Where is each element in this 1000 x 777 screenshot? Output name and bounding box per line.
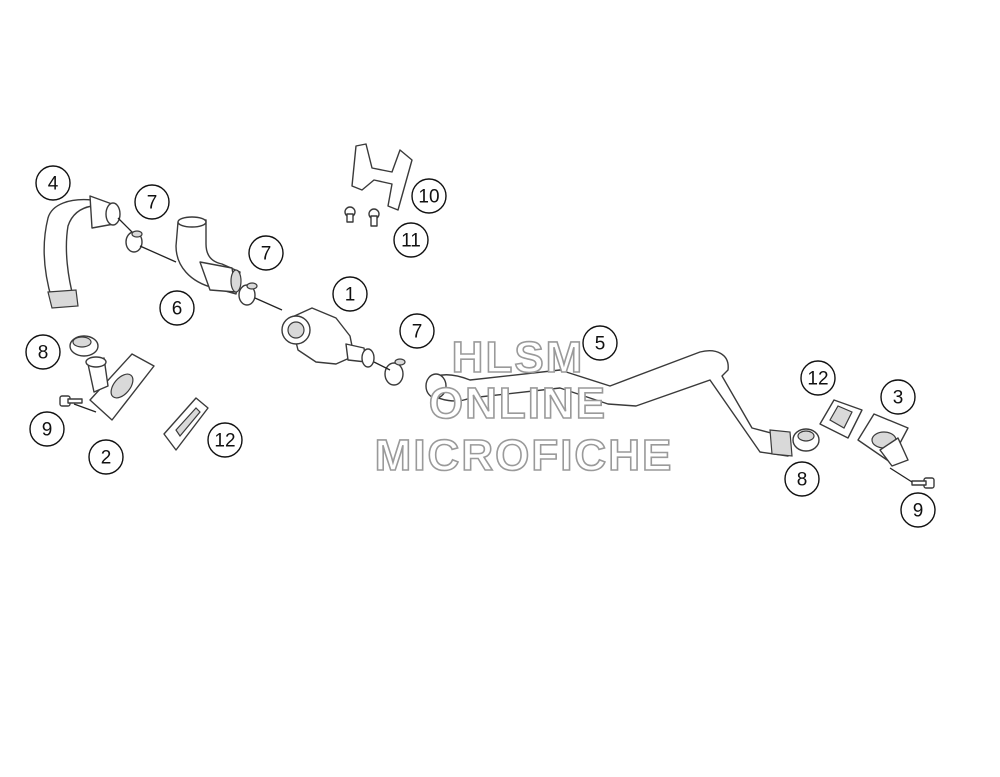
callout-12: 12 [800, 360, 836, 396]
callout-circle [25, 334, 61, 370]
callout-5: 5 [582, 325, 618, 361]
part-4-elbow-hose [43, 195, 133, 309]
part-7-clamp [125, 230, 143, 253]
part-8-ring [792, 428, 820, 452]
callout-circle [29, 411, 65, 447]
callout-7: 7 [399, 313, 435, 349]
callout-circle [800, 360, 836, 396]
callout-circle [393, 222, 429, 258]
callout-7: 7 [248, 235, 284, 271]
callout-circle [207, 422, 243, 458]
part-5-tube [425, 350, 793, 457]
part-6-elbow [139, 216, 283, 311]
callout-number: 7 [261, 244, 272, 265]
part-3-cover [857, 413, 909, 467]
callout-2: 2 [88, 439, 124, 475]
callout-number: 8 [797, 470, 808, 491]
callout-number: 9 [42, 420, 53, 441]
callout-circle [332, 276, 368, 312]
callout-number: 2 [101, 448, 112, 469]
part-7-clamp [238, 282, 258, 306]
callout-12: 12 [207, 422, 243, 458]
callout-8: 8 [784, 461, 820, 497]
callout-number: 7 [147, 193, 158, 214]
callout-number: 11 [401, 231, 421, 252]
callout-circle [411, 178, 447, 214]
callout-circle [35, 165, 71, 201]
callout-7: 7 [134, 184, 170, 220]
callout-circle [900, 492, 936, 528]
callout-circle [582, 325, 618, 361]
part-12-gasket [819, 399, 863, 439]
callout-number: 10 [418, 187, 439, 208]
watermark-line-3: MICROFICHE [375, 431, 674, 480]
part-7-clamp [384, 358, 406, 386]
part-9-screw [889, 467, 935, 489]
callout-number: 1 [345, 285, 356, 306]
watermark-line-2: ONLINE [429, 379, 607, 428]
watermark: HLSM ONLINE MICROFICHE [374, 332, 674, 481]
part-1-valve [281, 307, 391, 371]
callout-number: 8 [38, 343, 49, 364]
callout-number: 6 [172, 299, 183, 320]
callout-circle [159, 290, 195, 326]
callout-4: 4 [35, 165, 71, 201]
callout-circle [134, 184, 170, 220]
callout-3: 3 [880, 379, 916, 415]
callout-circle [248, 235, 284, 271]
callout-6: 6 [159, 290, 195, 326]
callout-number: 5 [595, 334, 606, 355]
part-8-ring [69, 335, 99, 357]
callout-circle [88, 439, 124, 475]
callout-1: 1 [332, 276, 368, 312]
callout-circle [880, 379, 916, 415]
callout-number: 12 [214, 431, 235, 452]
part-10-bracket [351, 143, 413, 211]
callout-9: 9 [900, 492, 936, 528]
callout-circle [399, 313, 435, 349]
callout-11: 11 [393, 222, 429, 258]
callout-number: 3 [893, 388, 904, 409]
callout-circle [784, 461, 820, 497]
watermark-line-1: HLSM [452, 333, 585, 382]
part-12-gasket [163, 397, 209, 451]
callout-9: 9 [29, 411, 65, 447]
callout-number: 12 [807, 369, 828, 390]
callout-8: 8 [25, 334, 61, 370]
part-2-cover [73, 353, 155, 421]
callout-number: 4 [48, 174, 59, 195]
part-11-bolts [344, 206, 380, 227]
callout-number: 7 [412, 322, 423, 343]
part-9-screw [59, 395, 83, 407]
callout-10: 10 [411, 178, 447, 214]
callout-number: 9 [913, 501, 924, 522]
